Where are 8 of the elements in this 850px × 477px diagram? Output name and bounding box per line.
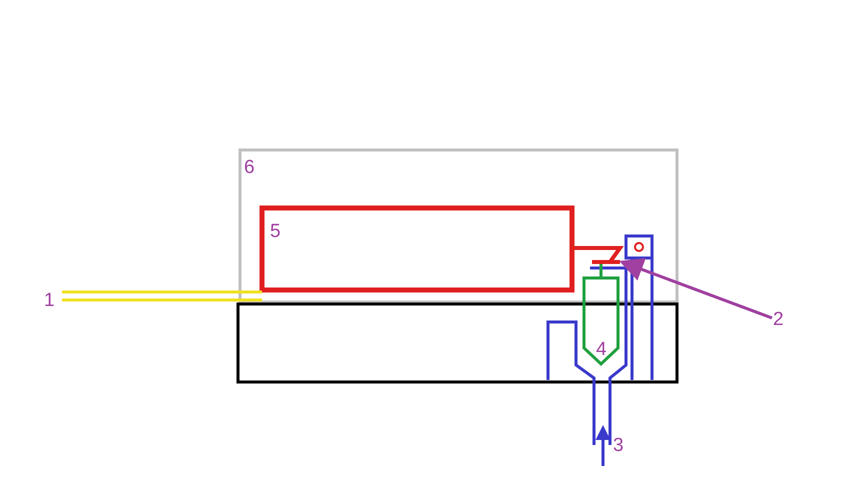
callout-number: 6 bbox=[244, 158, 255, 178]
callout-number: 1 bbox=[44, 291, 55, 311]
callout-number: 3 bbox=[613, 436, 624, 456]
callout-number: 2 bbox=[773, 310, 784, 330]
float-lever bbox=[570, 246, 624, 264]
callout-number: 4 bbox=[596, 340, 607, 360]
leader-line bbox=[619, 258, 773, 320]
callout-number: 5 bbox=[270, 222, 281, 242]
